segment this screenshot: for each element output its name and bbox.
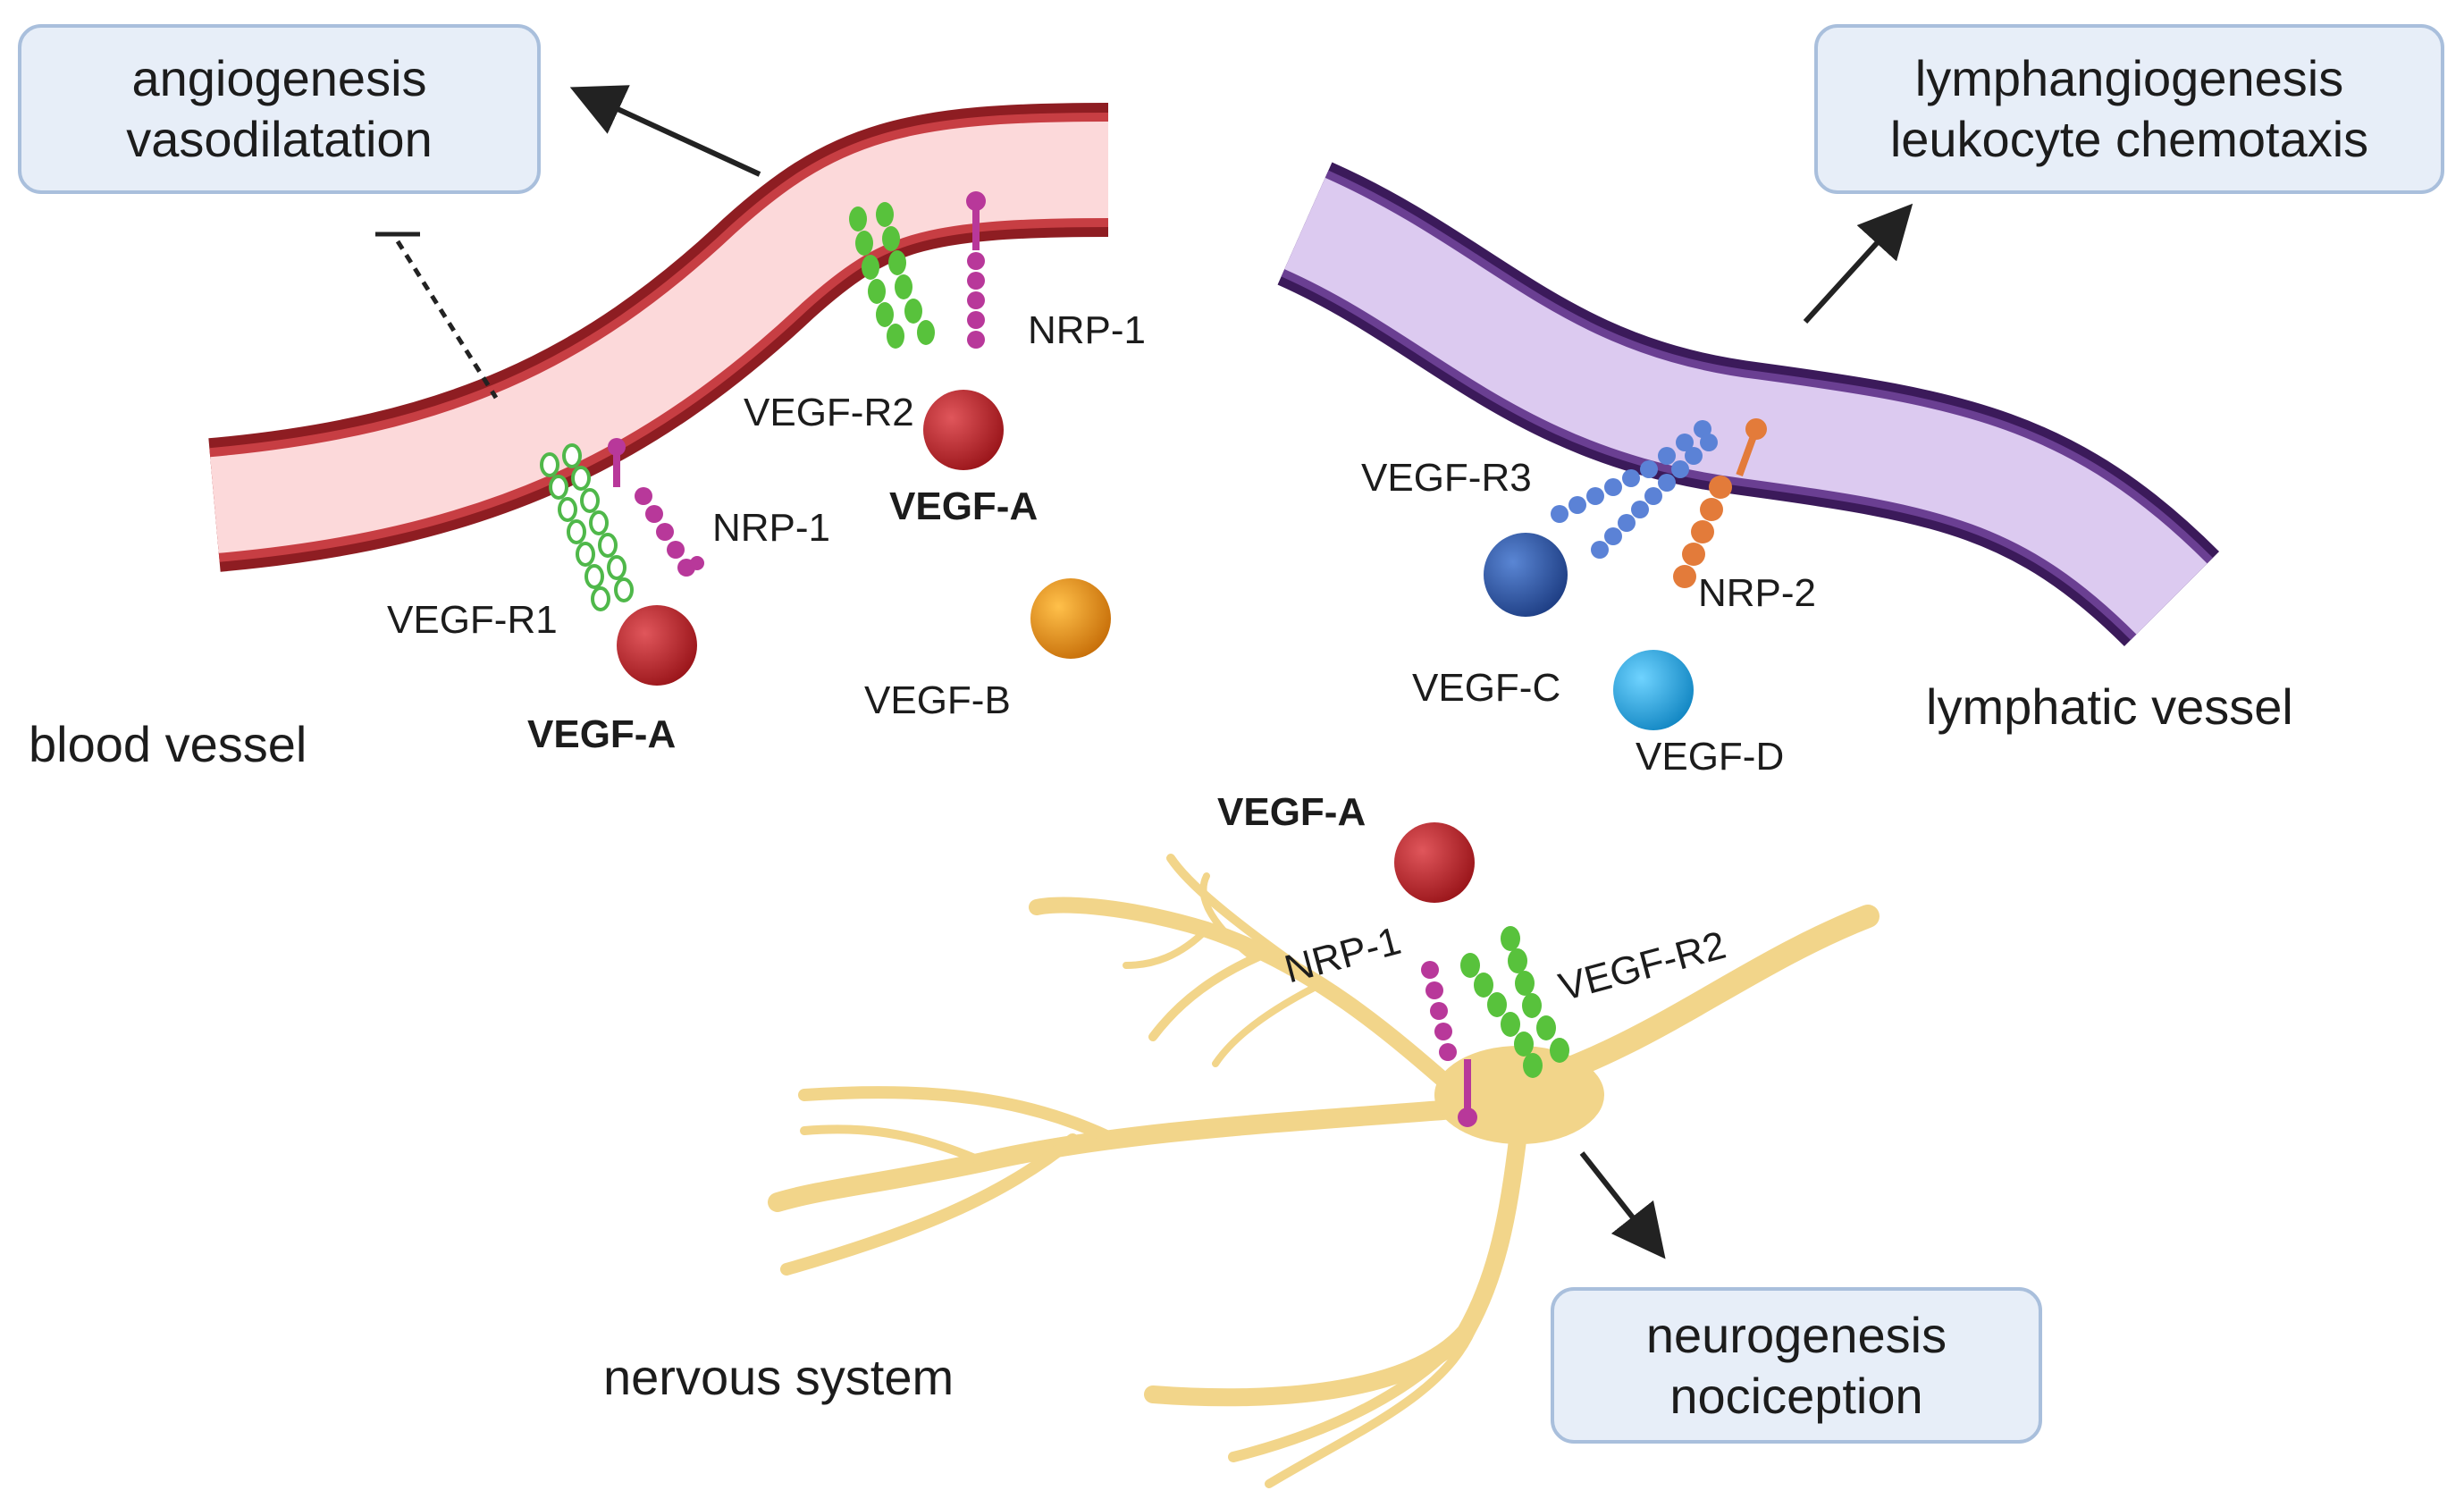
inhibition-line bbox=[395, 240, 499, 400]
nrp-1-label-blood-lower: NRP-1 bbox=[712, 506, 831, 550]
vegf-b-label: VEGF-B bbox=[864, 678, 1011, 722]
angiogenesis-label: angiogenesis bbox=[131, 50, 427, 106]
leukocyte-chemotaxis-label: leukocyte chemotaxis bbox=[1889, 111, 2369, 167]
vegf-a-label-nerve: VEGF-A bbox=[1217, 790, 1367, 834]
vegfr2-receptor-blood bbox=[849, 202, 935, 349]
blood-vessel-label: blood vessel bbox=[29, 716, 307, 772]
nociception-label: nociception bbox=[1669, 1367, 1923, 1424]
nrp1-receptor-nerve bbox=[1421, 961, 1477, 1127]
nrp1-receptor-blood-upper bbox=[966, 191, 986, 349]
vegf-r3-label: VEGF-R3 bbox=[1361, 456, 1532, 500]
nerve-outcome-box: neurogenesis nociception bbox=[1551, 1287, 2042, 1444]
vegf-d-label: VEGF-D bbox=[1636, 735, 1785, 779]
vegfr3-receptor-lymph bbox=[1551, 420, 1718, 559]
vegf-c-label: VEGF-C bbox=[1412, 666, 1561, 710]
vegf-a-label-blood-lower: VEGF-A bbox=[527, 712, 677, 756]
vasodilatation-label: vasodilatation bbox=[126, 111, 433, 167]
blood-outcome-box: angiogenesis vasodilatation bbox=[18, 24, 541, 194]
nerve-arrow bbox=[1579, 1151, 1666, 1259]
vegf-a-ligand-blood-lower bbox=[617, 605, 697, 686]
lymphangiogenesis-label: lymphangiogenesis bbox=[1914, 50, 2344, 106]
nervous-system-label: nervous system bbox=[603, 1349, 954, 1405]
vegf-r2-label-blood: VEGF-R2 bbox=[744, 391, 914, 434]
nrp-2-label: NRP-2 bbox=[1698, 571, 1817, 615]
vegf-d-ligand bbox=[1613, 650, 1694, 730]
blood-vessel bbox=[208, 103, 1109, 572]
vegf-b-ligand bbox=[1030, 578, 1111, 659]
vegf-a-ligand-blood-upper bbox=[923, 390, 1004, 470]
nrp1-receptor-blood-lower bbox=[608, 438, 704, 577]
vegf-a-label-blood-upper: VEGF-A bbox=[889, 484, 1039, 528]
vegf-c-ligand bbox=[1484, 533, 1568, 617]
nrp-1-label-blood-upper: NRP-1 bbox=[1028, 308, 1147, 352]
vegfr2-receptor-nerve bbox=[1460, 926, 1569, 1078]
vegfr1-receptor-blood bbox=[540, 443, 634, 611]
vegf-a-ligand-nerve bbox=[1394, 822, 1475, 903]
arrows bbox=[375, 85, 1913, 1259]
neurogenesis-label: neurogenesis bbox=[1645, 1306, 1947, 1363]
blood-arrow bbox=[569, 85, 761, 177]
lymph-arrow bbox=[1803, 203, 1913, 324]
vegf-r1-label: VEGF-R1 bbox=[387, 598, 558, 642]
lymphatic-vessel bbox=[1277, 162, 2220, 647]
lymph-outcome-box: lymphangiogenesis leukocyte chemotaxis bbox=[1814, 24, 2444, 194]
lymphatic-vessel-label: lymphatic vessel bbox=[1926, 678, 2293, 735]
nrp2-receptor-lymph bbox=[1673, 418, 1767, 588]
